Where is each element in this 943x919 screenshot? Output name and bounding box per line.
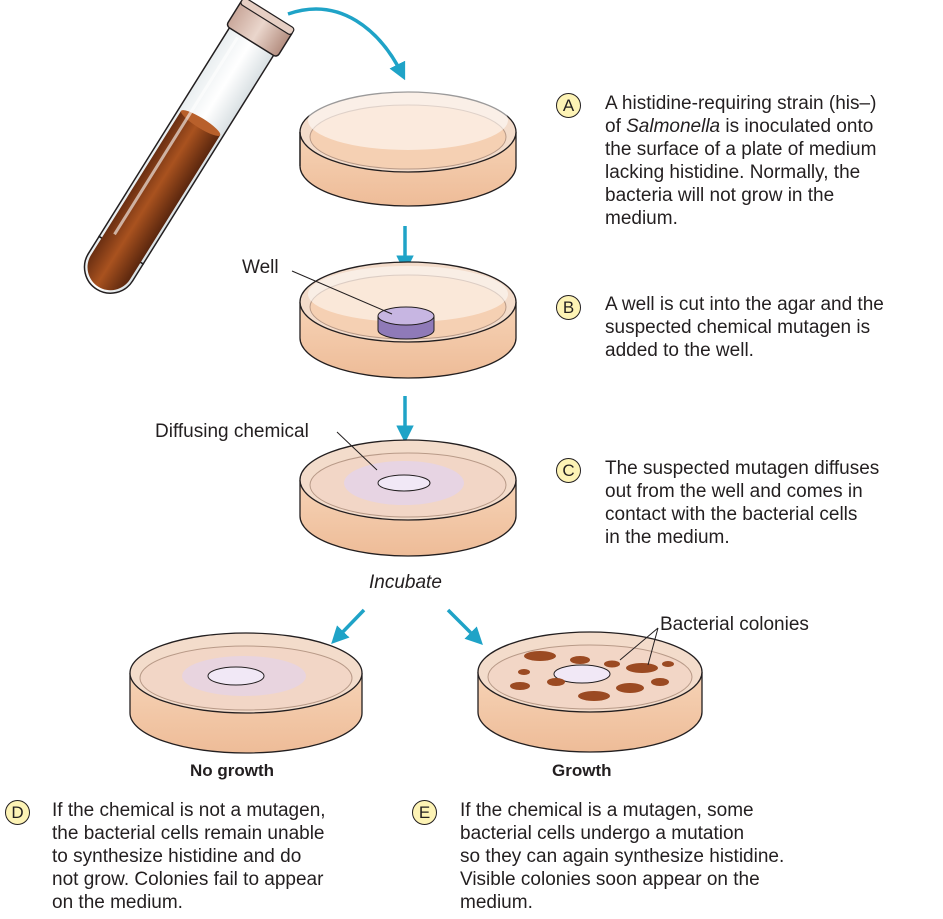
- arrow-to-no-growth: [336, 610, 364, 639]
- caption-line: so they can again synthesize histidine.: [460, 845, 784, 868]
- caption-segment: is inoculated onto: [720, 116, 873, 137]
- species-name: Salmonella: [626, 116, 720, 137]
- colony: [662, 661, 674, 667]
- growth-label: Growth: [552, 760, 612, 782]
- step-b-badge: B: [556, 295, 581, 320]
- step-a-caption: A histidine-requiring strain (his–) of S…: [605, 92, 876, 230]
- petri-dish-c: [300, 440, 516, 556]
- caption-line: Visible colonies soon appear on the: [460, 868, 784, 891]
- colony: [570, 656, 590, 664]
- colony: [651, 678, 669, 686]
- caption-line: bacteria will not grow in the: [605, 184, 876, 207]
- no-growth-label: No growth: [190, 760, 274, 782]
- caption-line: A histidine-requiring strain (his–): [605, 92, 876, 115]
- caption-segment: of: [605, 116, 626, 137]
- arrow-tube-to-plate: [288, 9, 402, 74]
- petri-dish-a: [300, 90, 516, 206]
- colony: [578, 691, 610, 701]
- step-c-badge: C: [556, 458, 581, 483]
- caption-line: suspected chemical mutagen is: [605, 316, 884, 339]
- step-e-badge: E: [412, 800, 437, 825]
- caption-line: of Salmonella is inoculated onto: [605, 115, 876, 138]
- caption-line: not grow. Colonies fail to appear: [52, 868, 326, 891]
- colony: [626, 663, 658, 673]
- step-d-caption: If the chemical is not a mutagen, the ba…: [52, 799, 326, 914]
- caption-line: on the medium.: [52, 891, 326, 914]
- caption-line: the bacterial cells remain unable: [52, 822, 326, 845]
- caption-line: the surface of a plate of medium: [605, 138, 876, 161]
- caption-line: medium.: [460, 891, 784, 914]
- caption-line: The suspected mutagen diffuses: [605, 457, 879, 480]
- caption-line: bacterial cells undergo a mutation: [460, 822, 784, 845]
- caption-line: lacking histidine. Normally, the: [605, 161, 876, 184]
- colony: [510, 682, 530, 690]
- well-label: Well: [242, 257, 279, 279]
- step-d-badge: D: [5, 800, 30, 825]
- incubate-label: Incubate: [369, 572, 442, 594]
- bacterial-colonies-label: Bacterial colonies: [660, 614, 809, 636]
- caption-line: If the chemical is a mutagen, some: [460, 799, 784, 822]
- colony: [604, 661, 620, 668]
- caption-line: added to the well.: [605, 339, 884, 362]
- petri-dish-b: [300, 262, 516, 378]
- step-e-caption: If the chemical is a mutagen, some bacte…: [460, 799, 784, 914]
- colony: [616, 683, 644, 693]
- petri-dish-growth: [478, 632, 702, 752]
- caption-line: contact with the bacterial cells: [605, 503, 879, 526]
- colony: [547, 678, 565, 686]
- colony: [518, 669, 530, 675]
- caption-line: out from the well and comes in: [605, 480, 879, 503]
- caption-line: in the medium.: [605, 526, 879, 549]
- colony: [524, 651, 556, 661]
- step-c-caption: The suspected mutagen diffuses out from …: [605, 457, 879, 549]
- caption-line: medium.: [605, 207, 876, 230]
- diffusing-chemical-label: Diffusing chemical: [155, 421, 309, 443]
- step-a-badge: A: [556, 93, 581, 118]
- caption-line: to synthesize histidine and do: [52, 845, 326, 868]
- step-b-caption: A well is cut into the agar and the susp…: [605, 293, 884, 362]
- caption-line: If the chemical is not a mutagen,: [52, 799, 326, 822]
- petri-dish-no-growth: [130, 633, 362, 753]
- arrow-to-growth: [448, 610, 478, 640]
- caption-line: A well is cut into the agar and the: [605, 293, 884, 316]
